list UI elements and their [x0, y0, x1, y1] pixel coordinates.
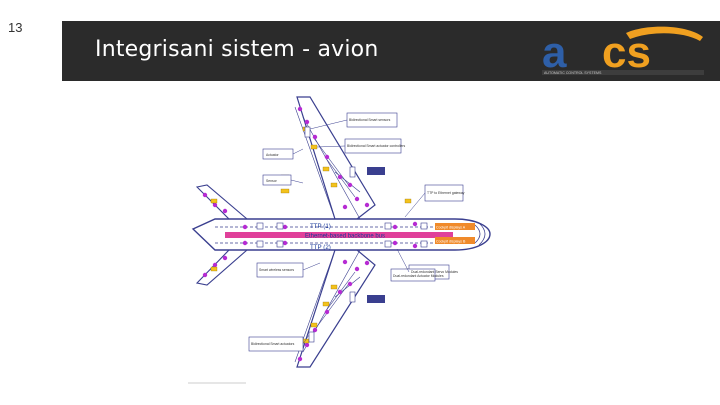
smart-sensor-nodes	[202, 106, 418, 362]
cockpit-display-b-label: Cockpit displays B	[436, 240, 466, 244]
aircraft-system-diagram: TTP (1) Ethernet-based backbone bus TTP …	[185, 87, 495, 384]
label-smart-actuators: Bidirectional Smart actuators	[251, 342, 295, 346]
backbone-bus	[225, 232, 453, 238]
callout-dual-actuators-box	[390, 268, 436, 282]
ttp1-label: TTP (1)	[310, 223, 331, 230]
lower-tail	[195, 248, 249, 286]
ttp2-label: TTP (2)	[310, 244, 331, 251]
label-dual-actuators: Dual-redundant Actuator Modules	[393, 274, 444, 278]
label-actuator: Actuator	[266, 153, 279, 157]
lower-engine	[367, 295, 385, 303]
logo-tagline: AUTOMATIC CONTROL SYSTEMS	[544, 71, 602, 75]
bus-modules	[256, 126, 428, 343]
title-bar: Integrisani sistem - avion a cs AUTOMATI…	[62, 21, 720, 81]
label-wireless-sensors: Smart wireless sensors	[259, 268, 294, 272]
label-sensor: Sensor	[266, 179, 278, 183]
label-servo-modules: Dual-redundant Servo Modules	[411, 270, 458, 274]
upper-wing-wiring	[294, 106, 361, 220]
label-smart-sensors: Bidirectional Smart sensors	[349, 118, 391, 122]
svg-text:cs: cs	[602, 28, 651, 77]
upper-tail	[195, 184, 249, 221]
upper-engine	[367, 167, 385, 175]
backbone-label: Ethernet-based backbone bus	[305, 234, 385, 240]
label-actuator-controllers: Bidirectional Smart actuator controllers	[347, 144, 406, 148]
acs-logo: a cs AUTOMATIC CONTROL SYSTEMS	[538, 23, 708, 79]
cockpit-display-b	[435, 237, 475, 244]
page-number: 13	[8, 20, 23, 35]
cockpit-display-a-label: Cockpit displays A	[436, 226, 466, 230]
cockpit-display-a	[435, 223, 475, 230]
label-gateway: TTP to Ethernet gateway	[427, 191, 465, 195]
slide-divider	[188, 382, 246, 384]
logo-letter-a: a	[542, 28, 567, 77]
slide-title: Integrisani sistem - avion	[95, 37, 379, 62]
